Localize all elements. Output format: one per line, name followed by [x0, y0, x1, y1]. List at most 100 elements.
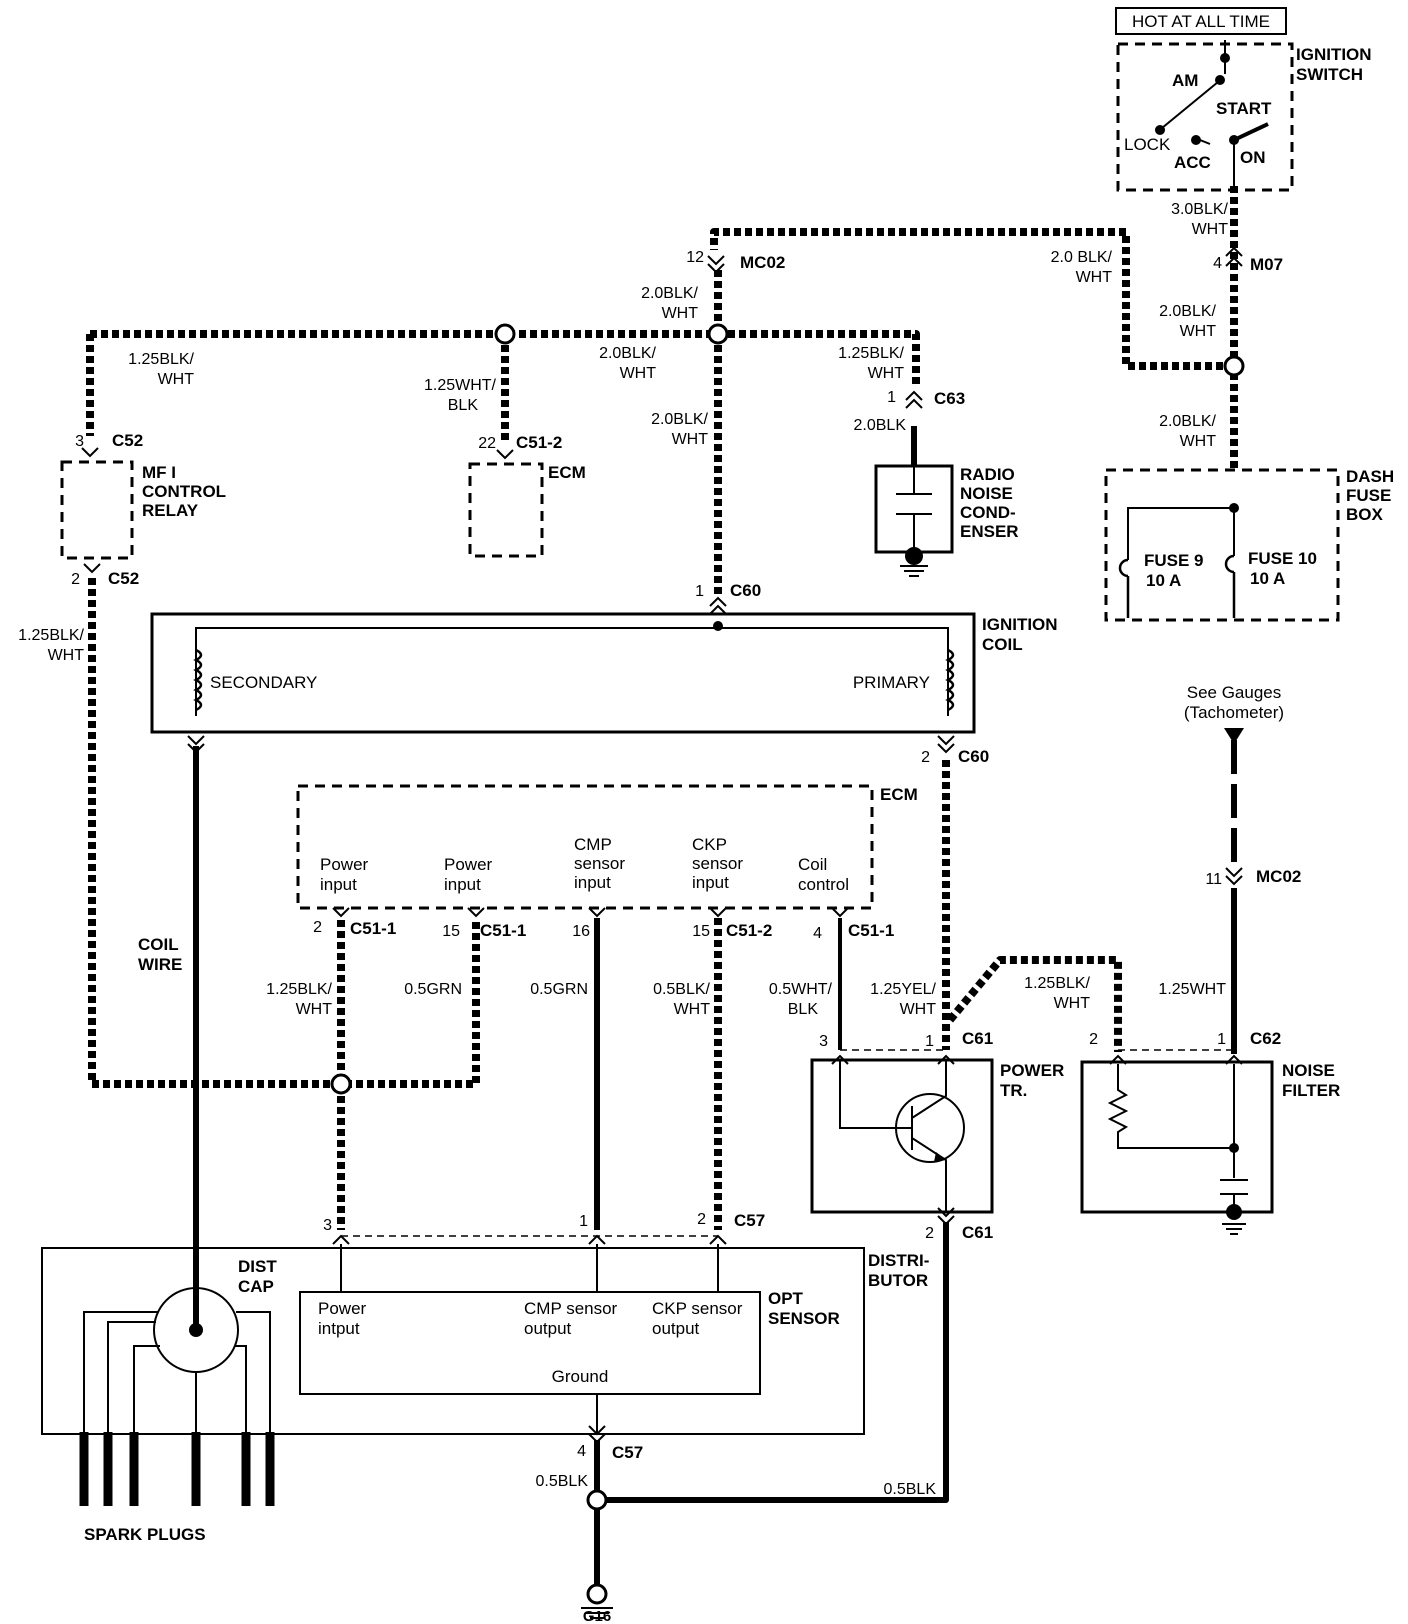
- wire-label: WHT: [48, 647, 85, 664]
- pin-number: 1: [1217, 1031, 1226, 1048]
- ecm-label: ECM: [880, 785, 918, 804]
- connector-c62: C62: [1250, 1029, 1281, 1048]
- connector-symbol: [588, 1234, 606, 1245]
- ecm-input-label: input: [574, 873, 611, 892]
- coil-wire-label-2: WIRE: [138, 955, 182, 974]
- pin-number: 11: [1205, 871, 1222, 888]
- connector-symbol: [709, 1234, 727, 1245]
- switch-lever: [1199, 139, 1211, 145]
- connector-symbol: [83, 563, 101, 574]
- pin-number: 2: [697, 1211, 706, 1228]
- gauges-reference: See Gauges (Tachometer) 11 MC02: [1184, 683, 1301, 888]
- wire-label: 1.25BLK/: [1024, 975, 1090, 992]
- connector-symbol: [332, 1234, 350, 1245]
- connector-c51-1: C51-1: [848, 921, 894, 940]
- secondary-label: SECONDARY: [210, 673, 317, 692]
- sensor-leads: [340, 1244, 719, 1434]
- connector-symbol: [496, 449, 514, 460]
- ecm-c51-2: 22 C51-2 ECM: [468, 433, 586, 558]
- connector-symbol: [1225, 867, 1243, 886]
- connector-c60: C60: [958, 747, 989, 766]
- pin-number: 3: [323, 1217, 332, 1234]
- ground-icon: [900, 565, 928, 577]
- fuse-bus: [1127, 507, 1235, 560]
- ignition-switch-box: [1116, 42, 1294, 192]
- connector-c57: C57: [612, 1443, 643, 1462]
- distributor-box: [41, 1247, 865, 1435]
- ignition-coil-label-2: COIL: [982, 635, 1023, 654]
- ecm-input-label: input: [320, 875, 357, 894]
- connector-symbol: [588, 907, 606, 918]
- junction-dot: [1229, 1143, 1239, 1153]
- junction-dot: [713, 621, 723, 631]
- coil-internal-bus: [195, 627, 949, 716]
- fuse-10-icon: [1224, 554, 1236, 618]
- connector-symbol: [831, 907, 849, 918]
- dash-fuse-box: DASH FUSE BOX FUSE 9 10 A FUSE 10 10 A: [1104, 467, 1394, 622]
- gauges-label-2: (Tachometer): [1184, 703, 1284, 722]
- rotor-icon: [189, 1323, 203, 1337]
- noise-filter: 2 1 C62 NOISE FILTER: [1080, 1029, 1340, 1235]
- top-labels: 3.0BLK/ WHT 4 M07 12 MC02 2.0 BLK/ WHT 2…: [128, 201, 1283, 450]
- switch-title-1: IGNITION: [1296, 45, 1372, 64]
- pin-number: 2: [1089, 1031, 1098, 1048]
- ecm-input-label: Power: [320, 855, 369, 874]
- power-transistor: 3 1 C61 POWER TR. 2 C61: [810, 1029, 1064, 1242]
- splice-node: [494, 323, 516, 345]
- wire-left-loop: [88, 578, 480, 1088]
- wire-label: 1.25WHT/: [424, 377, 497, 394]
- dash-fuse-box-outline: [1104, 468, 1340, 622]
- gauges-label-1: See Gauges: [1187, 683, 1282, 702]
- wire-label: 0.5BLK/: [653, 981, 710, 998]
- opt-power-input-1: Power: [318, 1299, 367, 1318]
- connector-symbol: [332, 907, 350, 918]
- splice-node: [586, 1489, 608, 1511]
- wire-label: 3.0BLK/: [1171, 201, 1228, 218]
- wire-label: WHT: [1054, 995, 1091, 1012]
- switch-lever: [1161, 81, 1219, 129]
- pin-number: 1: [695, 583, 704, 600]
- pin-number: 1: [887, 389, 896, 406]
- wire-label: WHT: [1192, 221, 1229, 238]
- wire-label: WHT: [900, 1001, 937, 1018]
- switch-contact: [1155, 125, 1165, 135]
- ground-icon: [586, 1583, 608, 1605]
- opt-cmp-output-2: output: [524, 1319, 572, 1338]
- ecm-input-label: Power: [444, 855, 493, 874]
- pin-number: 15: [692, 923, 710, 940]
- connector-symbol: [467, 907, 485, 918]
- opt-sensor-box: [299, 1291, 761, 1395]
- connector-symbol: [937, 735, 955, 754]
- wire-label: 1.25BLK/: [128, 351, 194, 368]
- connector-symbol: [588, 1425, 606, 1444]
- secondary-winding-icon: [193, 648, 203, 712]
- ground-g16: 4 C57 0.5BLK 0.5BLK G16: [536, 1425, 936, 1624]
- noise-filter-label-2: FILTER: [1282, 1081, 1340, 1100]
- opt-ckp-output-1: CKP sensor: [652, 1299, 743, 1318]
- mfi-control-relay: 3 C52 MF I CONTROL RELAY 2 C52 1.25BLK/ …: [18, 431, 226, 664]
- wire-label: WHT: [868, 365, 905, 382]
- ecm: ECM Power input Power input CMP sensor i…: [296, 784, 918, 942]
- pin-number: 4: [1213, 255, 1222, 272]
- connector-symbol: [937, 1207, 955, 1226]
- wire-label: 0.5WHT/: [769, 981, 833, 998]
- connector-c52: C52: [108, 569, 139, 588]
- opt-ckp-output-2: output: [652, 1319, 700, 1338]
- connector-c63: C63: [934, 389, 965, 408]
- wire-label: WHT: [1180, 323, 1217, 340]
- coil-wire-label-1: COIL: [138, 935, 179, 954]
- pin-number: 22: [478, 435, 496, 452]
- splice-node: [1223, 355, 1245, 377]
- ecm-input-label: CMP: [574, 835, 612, 854]
- pin-number: 1: [579, 1213, 588, 1230]
- g16-label: G16: [583, 1608, 611, 1624]
- wire-label: WHT: [296, 1001, 333, 1018]
- distributor: 3 1 2 C57 DISTRI- BUTOR OPT SENSOR Power…: [41, 1211, 929, 1544]
- pin-number: 4: [577, 1443, 586, 1460]
- switch-contact: [1191, 135, 1201, 145]
- wire-label: WHT: [620, 365, 657, 382]
- splice-node: [330, 1073, 352, 1095]
- wire-label: 2.0BLK/: [651, 411, 708, 428]
- wire-label: 2.0BLK/: [1159, 413, 1216, 430]
